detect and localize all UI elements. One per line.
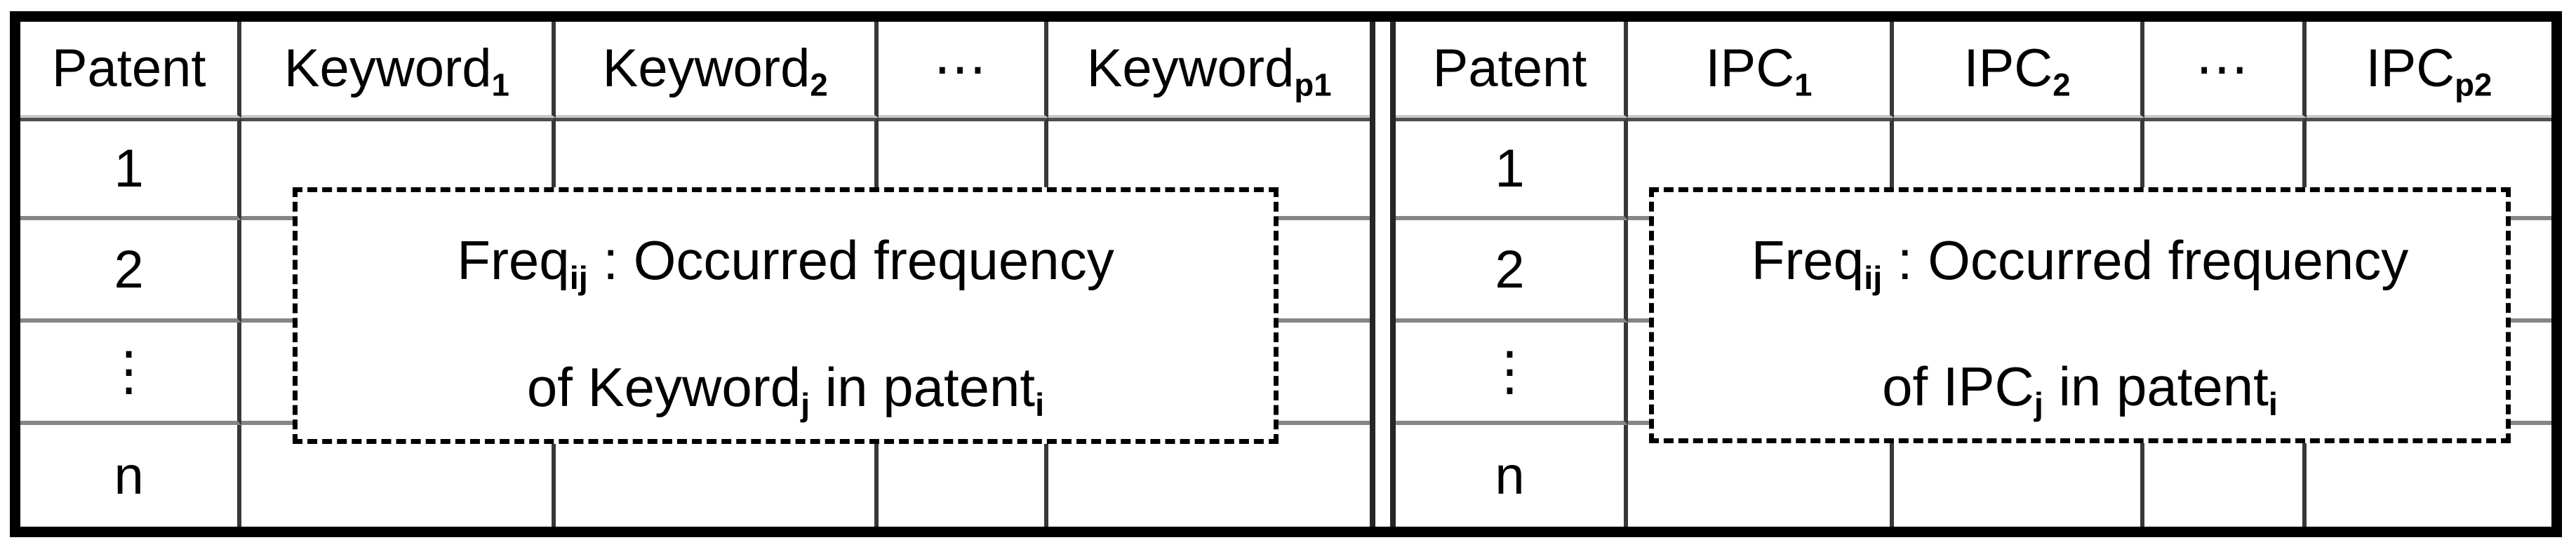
header-cell-ellipsis: ⋯ bbox=[2144, 22, 2307, 118]
note-in-patent: in patent bbox=[810, 356, 1036, 418]
row-label-n: n bbox=[1396, 425, 1629, 527]
empty-cell bbox=[1628, 425, 1894, 527]
note-line-1: Freqij : Occurred frequency bbox=[1751, 229, 2409, 294]
freq-subscript: ij bbox=[1864, 259, 1883, 297]
note-line-2: of Keywordj in patenti bbox=[526, 356, 1044, 421]
note-definition: : Occurred frequency bbox=[1882, 229, 2409, 291]
empty-cell bbox=[1894, 425, 2145, 527]
patent-i-subscript: i bbox=[1035, 386, 1045, 424]
keyword-p1-subscript: p1 bbox=[1294, 67, 1332, 103]
ipc-p2-subscript: p2 bbox=[2455, 67, 2492, 103]
note-definition: : Occurred frequency bbox=[587, 229, 1114, 291]
table-separator-gap bbox=[1375, 22, 1390, 527]
empty-cell bbox=[241, 425, 556, 527]
row-label-1: 1 bbox=[1396, 118, 1629, 220]
row-label-vdots: ⋮ bbox=[1396, 323, 1629, 425]
keyword-1-base: Keyword bbox=[283, 39, 492, 98]
keyword-2-base: Keyword bbox=[602, 39, 810, 98]
note-line-2: of IPCj in patenti bbox=[1882, 355, 2278, 423]
header-cell-keyword-p1: Keywordp1 bbox=[1048, 22, 1370, 118]
header-cell-patent: Patent bbox=[1396, 22, 1629, 118]
keyword-table-header-row: Patent Keyword1 Keyword2 ⋯ Keywordp1 bbox=[20, 22, 1370, 118]
header-cell-ipc-2: IPC2 bbox=[1893, 22, 2145, 118]
keyword-j-subscript: j bbox=[801, 386, 810, 424]
ipc-j-subscript: j bbox=[2034, 386, 2043, 423]
ipc-2-subscript: 2 bbox=[2053, 67, 2071, 103]
empty-cell bbox=[2144, 425, 2307, 527]
header-cell-keyword-2: Keyword2 bbox=[556, 22, 879, 118]
ipc-frequency-note: Freqij : Occurred frequency of IPCj in p… bbox=[1649, 187, 2511, 443]
header-cell-ellipsis: ⋯ bbox=[879, 22, 1049, 118]
ipc-1-base: IPC bbox=[1705, 39, 1795, 98]
row-label-1: 1 bbox=[20, 118, 242, 220]
note-line-1: Freqij : Occurred frequency bbox=[457, 229, 1114, 294]
keyword-p1-base: Keyword bbox=[1086, 39, 1295, 98]
note-of-keyword: of Keyword bbox=[526, 356, 801, 418]
note-of-ipc: of IPC bbox=[1882, 356, 2034, 417]
empty-cell bbox=[556, 425, 879, 527]
keyword-2-subscript: 2 bbox=[810, 67, 828, 103]
freq-term: Freq bbox=[457, 229, 570, 291]
table-row: n bbox=[1396, 425, 2551, 527]
header-cell-patent: Patent bbox=[20, 22, 242, 118]
row-label-n: n bbox=[20, 425, 242, 527]
keyword-frequency-note: Freqij : Occurred frequency of Keywordj … bbox=[293, 187, 1279, 444]
header-cell-ipc-p2: IPCp2 bbox=[2306, 22, 2551, 118]
row-label-2: 2 bbox=[20, 220, 242, 323]
ipc-table-header-row: Patent IPC1 IPC2 ⋯ IPCp2 bbox=[1396, 22, 2551, 118]
note-in-patent: in patent bbox=[2043, 356, 2269, 417]
ipc-2-base: IPC bbox=[1963, 39, 2053, 98]
patent-i-subscript: i bbox=[2268, 386, 2278, 423]
header-cell-ipc-1: IPC1 bbox=[1628, 22, 1894, 118]
freq-subscript: ij bbox=[569, 259, 588, 297]
ipc-p2-base: IPC bbox=[2365, 39, 2455, 98]
row-label-2: 2 bbox=[1396, 220, 1629, 323]
ipc-1-subscript: 1 bbox=[1794, 67, 1813, 103]
row-label-vdots: ⋮ bbox=[20, 323, 242, 425]
header-cell-keyword-1: Keyword1 bbox=[241, 22, 556, 118]
empty-cell bbox=[879, 425, 1049, 527]
table-row: n bbox=[20, 425, 1370, 527]
freq-term: Freq bbox=[1751, 229, 1864, 291]
keyword-1-subscript: 1 bbox=[491, 67, 509, 103]
